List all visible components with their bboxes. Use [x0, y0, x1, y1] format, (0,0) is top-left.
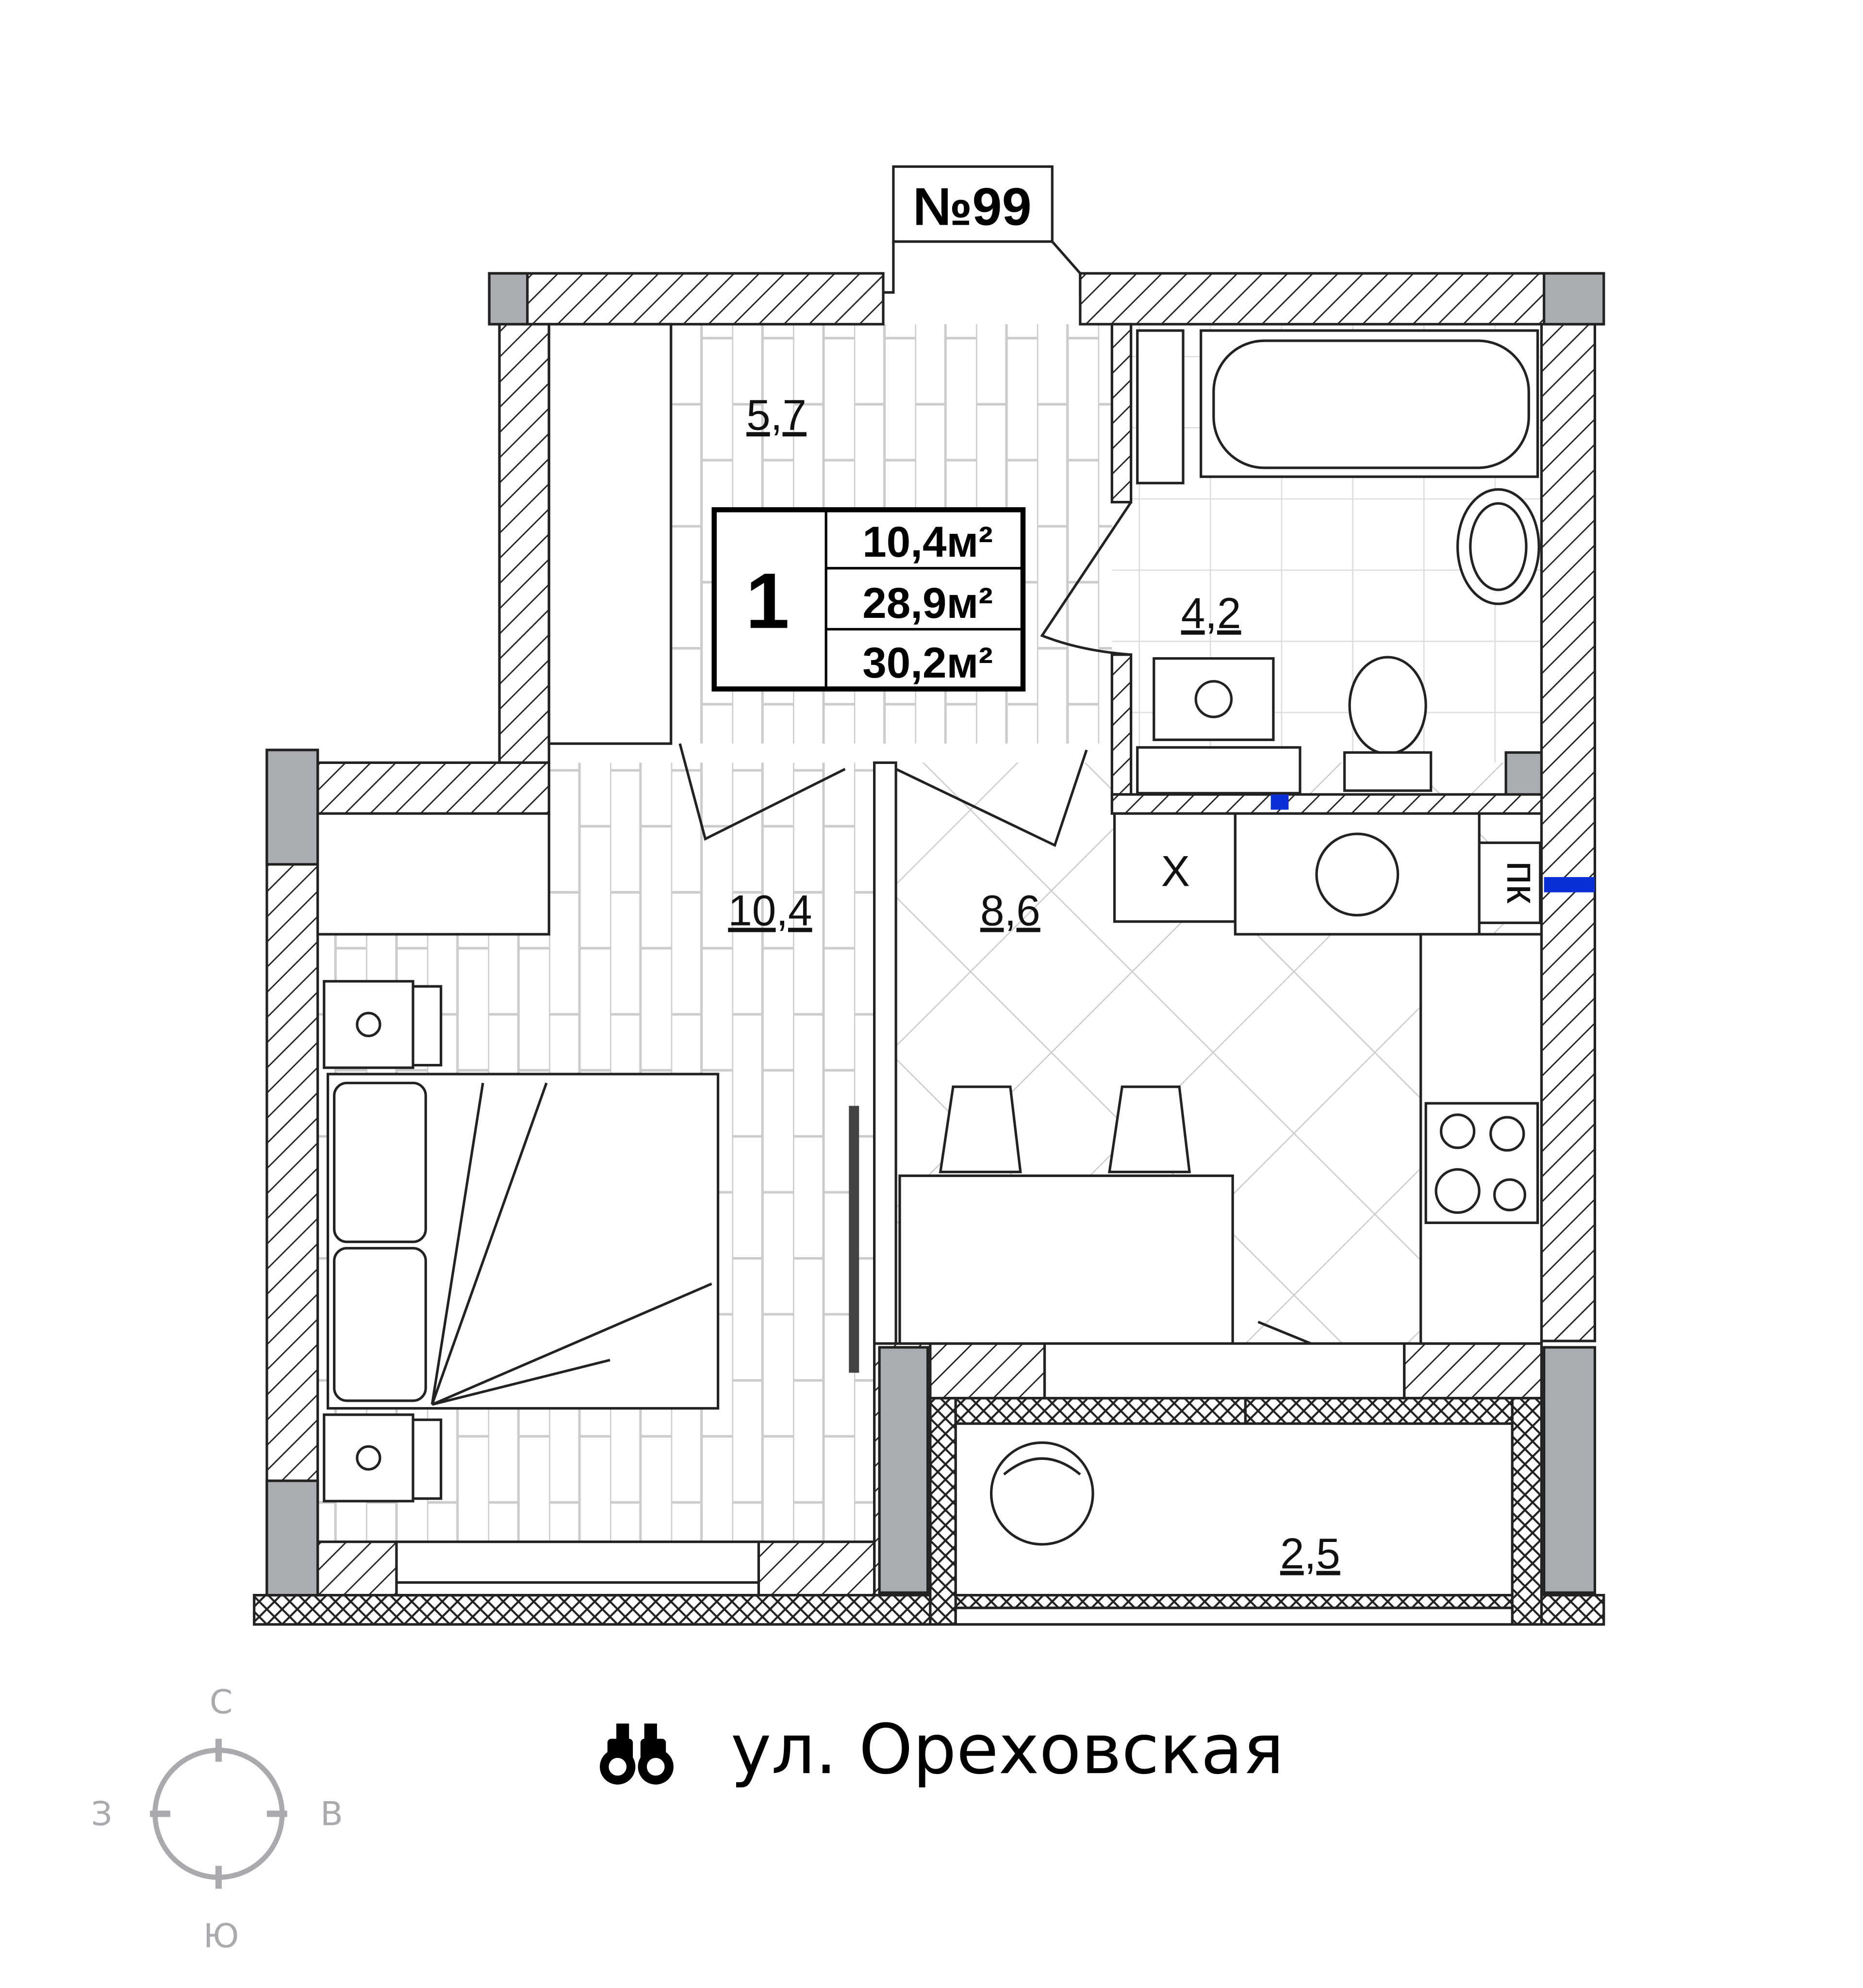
bedroom-area: 10,4 — [728, 886, 812, 935]
hallway-area: 5,7 — [746, 390, 807, 439]
toilet — [1348, 656, 1427, 755]
fridge-label: X — [1161, 846, 1190, 895]
washing-machine — [1153, 657, 1275, 741]
compass: С Ю З В — [91, 1683, 343, 1955]
bedroom-niche — [316, 812, 550, 936]
rooms-count: 1 — [746, 557, 790, 645]
nightstands — [323, 980, 443, 1503]
living-area: 10,4м² — [862, 517, 993, 566]
balcony-area: 2,5 — [1280, 1529, 1340, 1578]
bed — [327, 1073, 720, 1410]
dining-table — [898, 1174, 1234, 1345]
bathroom-door[interactable] — [1040, 501, 1132, 656]
compass-east: В — [320, 1795, 343, 1834]
sliding-door[interactable] — [849, 1106, 859, 1373]
columns — [265, 272, 1605, 1597]
compass-ring — [152, 1747, 285, 1880]
wardrobe — [547, 323, 673, 745]
total-area: 28,9м² — [862, 579, 993, 627]
riser-label: пк — [1498, 861, 1547, 904]
total-area-with-balcony: 30,2м² — [862, 638, 993, 687]
street-name: ул. Ореховская — [731, 1710, 1284, 1789]
chair — [939, 1085, 1022, 1174]
sink — [1315, 832, 1400, 917]
balcony-chair — [989, 1441, 1094, 1546]
kitchen-area: 8,6 — [980, 886, 1040, 935]
compass-north: С — [210, 1683, 233, 1722]
kitchen-door[interactable] — [895, 749, 1088, 847]
area-info-box: 1 10,4м² 28,9м² 30,2м² — [711, 507, 1026, 692]
compass-south: Ю — [203, 1917, 239, 1955]
walls — [253, 272, 1605, 1626]
compass-west: З — [91, 1795, 113, 1834]
binoculars-icon — [600, 1723, 674, 1785]
kitchen-furniture — [898, 812, 1543, 1345]
apartment-number: №99 — [913, 177, 1032, 237]
window — [1043, 1342, 1406, 1400]
pipe — [1544, 877, 1595, 893]
entrance-door[interactable] — [883, 241, 1082, 295]
apartment-number-box — [892, 165, 1054, 243]
bathroom-fixtures — [1136, 329, 1543, 796]
bedroom-door[interactable] — [678, 743, 846, 841]
chair — [1108, 1085, 1191, 1174]
pipe — [1270, 794, 1289, 810]
bathroom-area: 4,2 — [1181, 589, 1241, 637]
